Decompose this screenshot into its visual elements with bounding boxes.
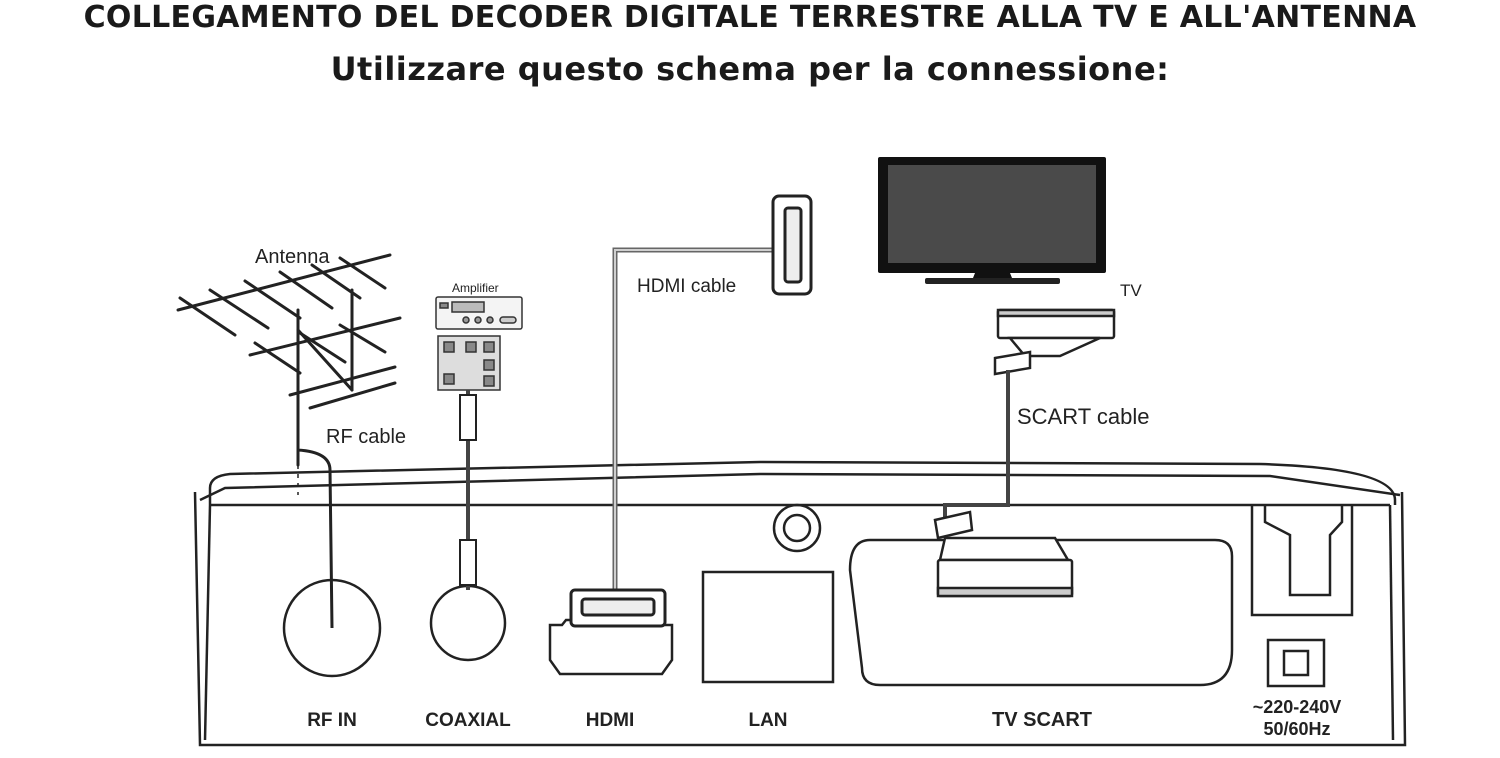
hdmi-plug-top-icon bbox=[771, 194, 813, 296]
scart-cable bbox=[943, 370, 1010, 520]
tv-icon bbox=[878, 157, 1106, 284]
antenna-icon bbox=[176, 253, 402, 467]
port-label-power-frequency: 50/60Hz bbox=[1263, 719, 1330, 739]
port-label-coaxial: COAXIAL bbox=[425, 710, 511, 731]
coaxial-cable bbox=[459, 390, 477, 590]
hdmi-plug-bottom-icon bbox=[569, 588, 667, 628]
port-label-tv-scart: TV SCART bbox=[992, 709, 1092, 731]
tv-scart-port[interactable] bbox=[848, 538, 1234, 687]
port-label-hdmi: HDMI bbox=[586, 710, 635, 731]
port-label-power-voltage: ~220-240V bbox=[1253, 697, 1342, 717]
page-subtitle: Utilizzare questo schema per la connessi… bbox=[330, 50, 1170, 88]
antenna-label: Antenna bbox=[255, 246, 330, 268]
coaxial-port[interactable] bbox=[429, 584, 507, 662]
power-switch-icon[interactable] bbox=[1250, 505, 1354, 617]
scart-cable-label: SCART cable bbox=[1017, 404, 1149, 429]
rf-cable-label: RF cable bbox=[326, 426, 406, 448]
power-socket-icon[interactable] bbox=[1266, 638, 1326, 688]
round-connector-icon bbox=[772, 503, 822, 553]
hdmi-cable-label: HDMI cable bbox=[637, 276, 736, 297]
rf-cable bbox=[296, 440, 334, 629]
lan-port[interactable] bbox=[701, 570, 835, 684]
amplifier-label: Amplifier bbox=[452, 281, 499, 295]
amplifier-icon bbox=[435, 296, 523, 391]
hdmi-port[interactable] bbox=[548, 618, 674, 676]
port-label-lan: LAN bbox=[748, 710, 787, 731]
scart-plug-decoder-icon bbox=[933, 510, 1074, 598]
hdmi-cable bbox=[612, 247, 775, 600]
tv-label: TV bbox=[1120, 281, 1142, 300]
port-label-rf-in: RF IN bbox=[307, 710, 357, 731]
scart-plug-tv-icon bbox=[993, 308, 1116, 376]
page-title: COLLEGAMENTO DEL DECODER DIGITALE TERRES… bbox=[83, 0, 1417, 35]
